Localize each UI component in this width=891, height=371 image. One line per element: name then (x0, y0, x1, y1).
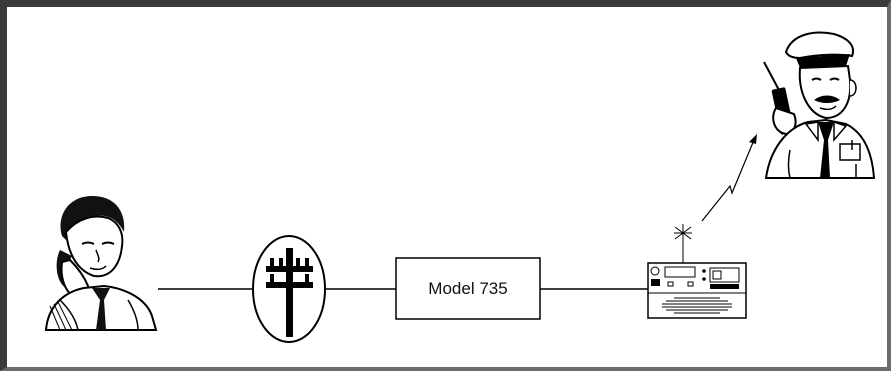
officer-with-handheld-radio-icon (763, 31, 876, 179)
speaker-grille (662, 297, 732, 314)
person-on-telephone-icon (44, 194, 158, 331)
antenna-icon (674, 224, 692, 263)
wireless-link-icon (701, 134, 757, 222)
model-735-box: Model 735 (395, 257, 541, 320)
model-label: Model 735 (428, 279, 507, 298)
utility-pole-icon (252, 235, 326, 343)
base-station-radio-icon (647, 224, 747, 319)
